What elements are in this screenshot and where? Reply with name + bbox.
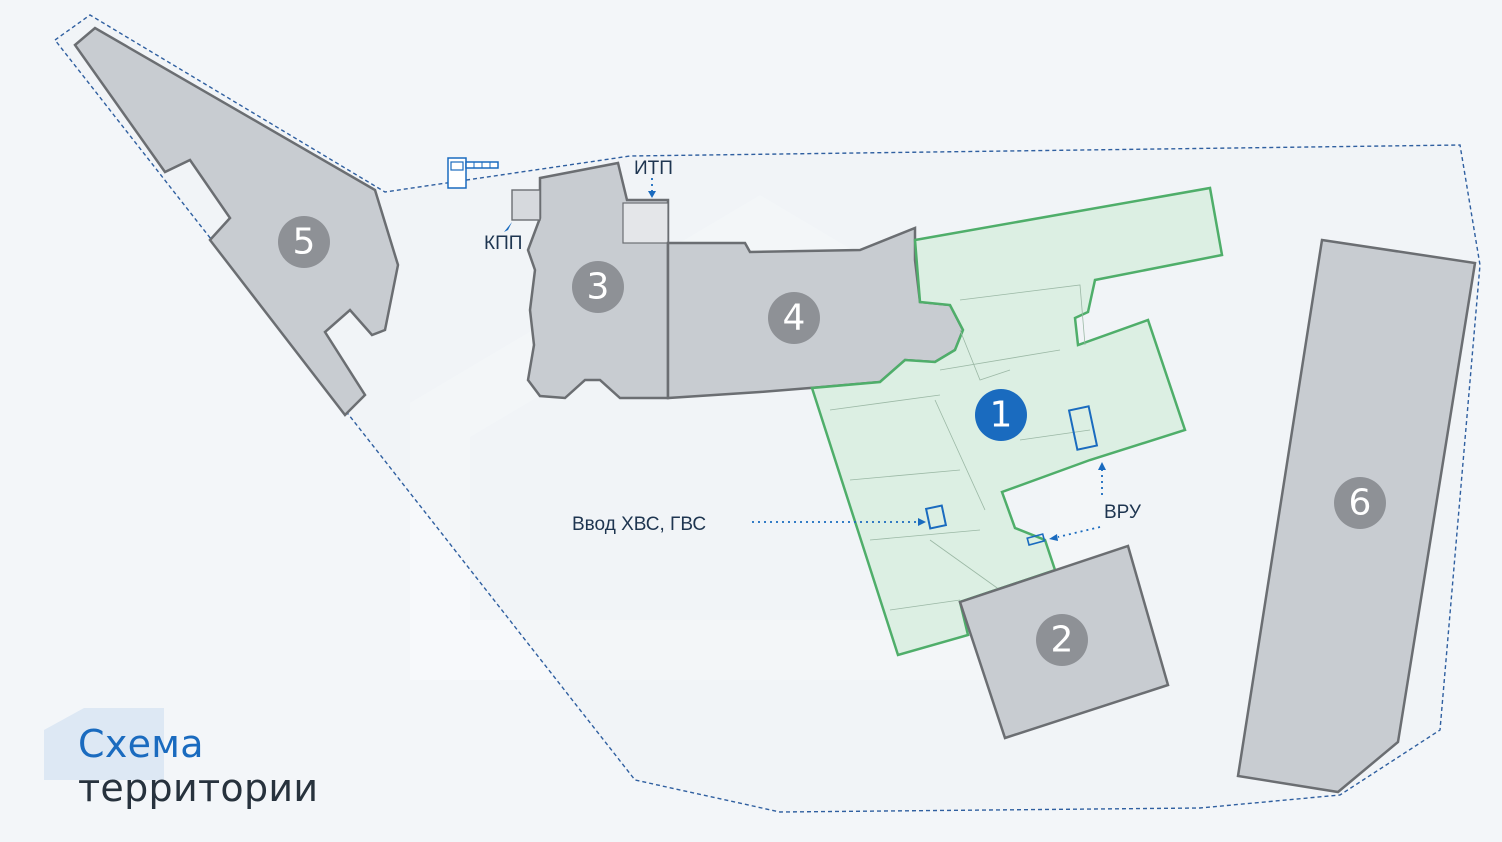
building-badge-3[interactable]: 3 [572, 261, 624, 313]
building-badge-5[interactable]: 5 [278, 216, 330, 268]
building-number-2: 2 [1051, 620, 1074, 661]
building-number-4: 4 [783, 298, 806, 339]
building-number-3: 3 [587, 267, 610, 308]
vru-secondary-point [1026, 533, 1046, 546]
vru-label: ВРУ [1104, 502, 1142, 523]
kpp-box [511, 189, 541, 221]
vru-arrow-up-icon [1098, 462, 1106, 470]
water-input-label: Ввод ХВС, ГВС [572, 514, 706, 535]
vru-cabinet [1067, 405, 1099, 451]
map-title: Схема территории [78, 722, 318, 810]
building-badge-1[interactable]: 1 [975, 389, 1027, 441]
building-number-5: 5 [293, 222, 316, 263]
itp-arrow-icon [648, 191, 656, 198]
building-1-floorplan [829, 284, 1091, 611]
kpp-label: КПП [484, 233, 522, 254]
vru-arrow-left-icon [1049, 534, 1058, 541]
title-line-1: Схема [78, 722, 204, 766]
barrier-gate-icon [447, 157, 499, 189]
arrow-heads [504, 191, 1106, 541]
building-number-6: 6 [1349, 483, 1372, 524]
building-5-shape [73, 26, 400, 417]
title-line-2: территории [78, 766, 319, 810]
kpp-arrow-icon [504, 222, 512, 232]
building-badge-4[interactable]: 4 [768, 292, 820, 344]
itp-label: ИТП [634, 158, 673, 179]
building-badge-2[interactable]: 2 [1036, 614, 1088, 666]
water-input-point [924, 504, 948, 530]
building-number-1: 1 [990, 395, 1013, 436]
water-input-arrow-icon [918, 518, 926, 526]
itp-annex [622, 202, 669, 244]
title-decoration-icon [44, 708, 164, 780]
building-badge-6[interactable]: 6 [1334, 477, 1386, 529]
annotation-leaders [651, 178, 1103, 538]
